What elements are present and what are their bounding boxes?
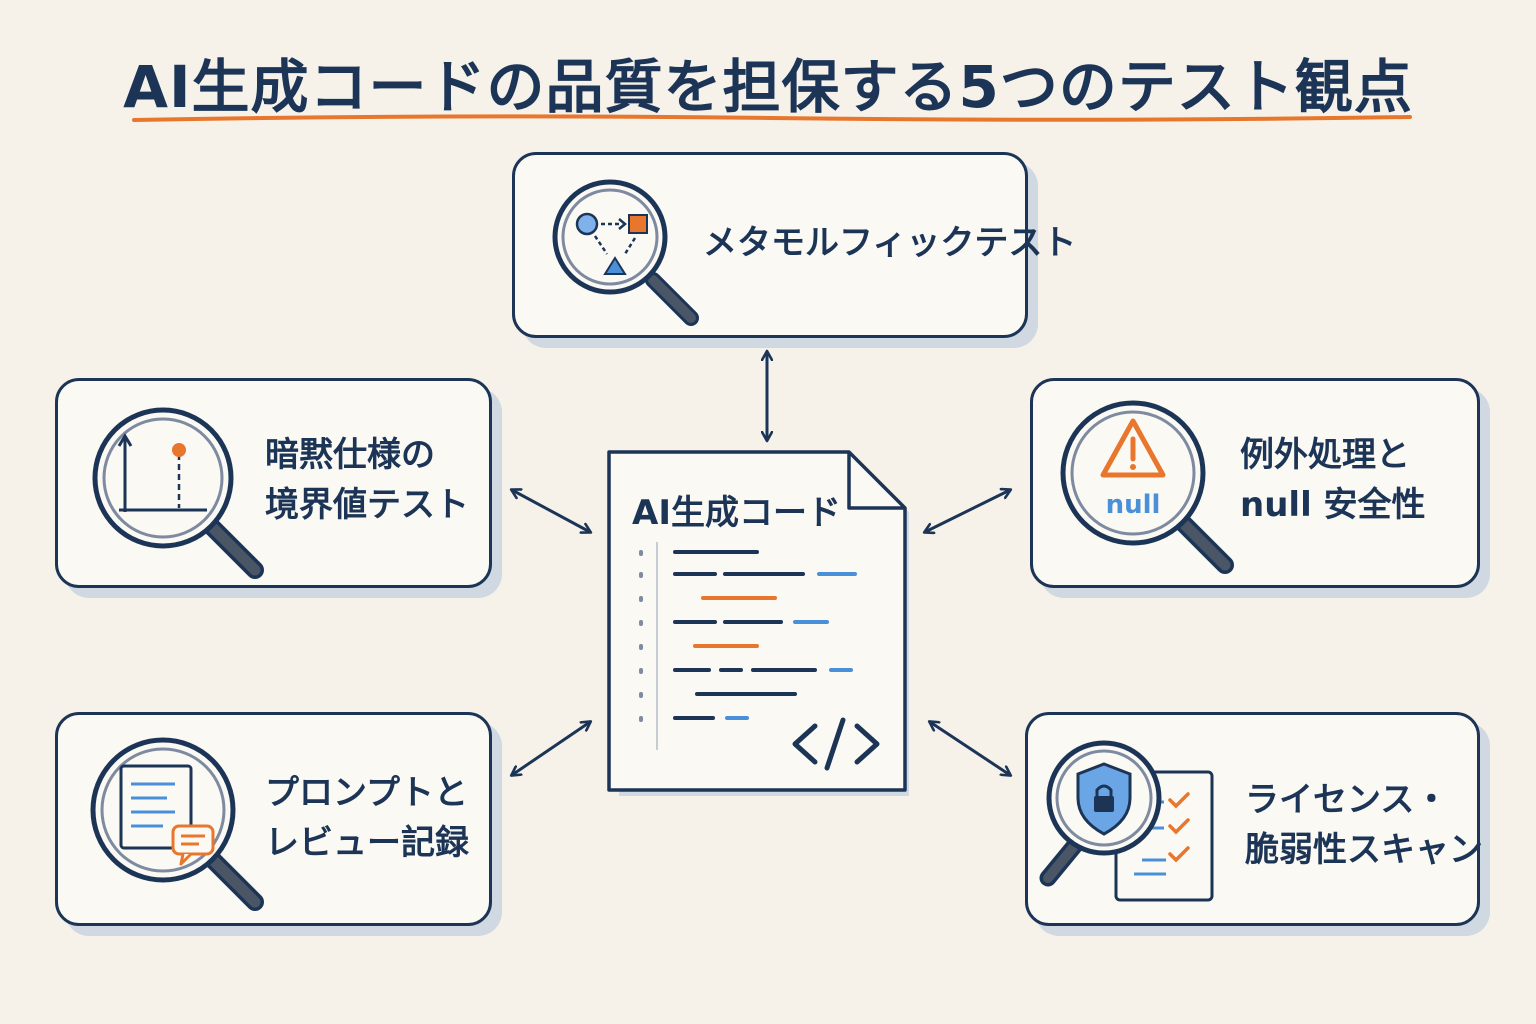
- code-icon: [792, 717, 880, 771]
- page-title: AI生成コードの品質を担保する5つのテスト観点: [123, 53, 1413, 121]
- svg-text:null: null: [1106, 490, 1161, 520]
- center-code-document: [607, 450, 909, 796]
- magnifier-graph-icon: [92, 407, 264, 579]
- card-exception-label: 例外処理と null 安全性: [1240, 435, 1426, 525]
- arrow-left-top: [512, 490, 590, 532]
- magnifier-document-chat-icon: [90, 737, 264, 911]
- arrow-right-top: [925, 490, 1010, 532]
- arrow-left-bottom: [512, 722, 590, 775]
- magnifier-shield-lock-checklist-icon: [1039, 740, 1214, 902]
- magnifier-warning-icon: null: [1060, 400, 1234, 574]
- title-underline: [132, 114, 1412, 122]
- center-label: AI生成コード: [632, 493, 841, 533]
- arrow-right-bottom: [930, 722, 1010, 775]
- card-metamorphic-label: メタモルフィックテスト: [703, 223, 1077, 263]
- card-boundary-label: 暗黙仕様の 境界値テスト: [265, 435, 469, 525]
- card-license-label: ライセンス・ 脆弱性スキャン: [1245, 780, 1483, 870]
- card-prompt-label: プロンプトと レビュー記録: [265, 773, 469, 863]
- magnifier-shapes-icon: [552, 179, 699, 326]
